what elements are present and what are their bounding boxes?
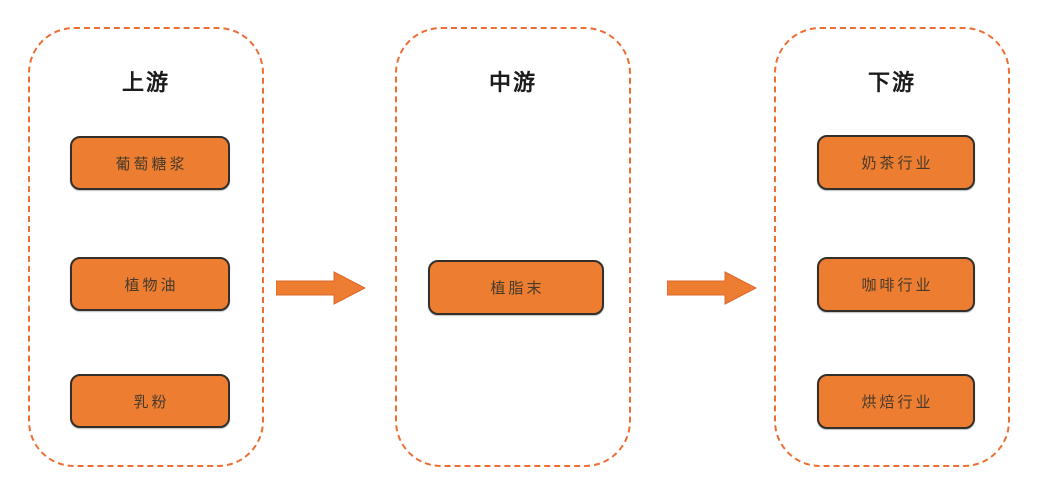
node-label: 植脂末 [490, 280, 545, 297]
node-milk-powder: 乳粉 [70, 374, 230, 428]
midstream-column: 中游 植脂末 [395, 27, 631, 467]
downstream-title: 下游 [867, 70, 916, 95]
node-coffee-industry: 咖啡行业 [817, 257, 975, 312]
node-label: 乳粉 [133, 393, 170, 411]
node-vegetable-oil: 植物油 [70, 257, 230, 311]
node-label: 植物油 [124, 276, 179, 294]
right-arrow-icon [667, 271, 757, 305]
node-label: 咖啡行业 [861, 277, 934, 294]
node-label: 奶茶行业 [861, 155, 934, 172]
node-glucose-syrup: 葡萄糖浆 [70, 136, 230, 190]
right-arrow-icon [276, 271, 366, 305]
upstream-column: 上游 葡萄糖浆 植物油 乳粉 [28, 27, 264, 467]
midstream-title: 中游 [488, 70, 537, 95]
node-milk-tea-industry: 奶茶行业 [817, 135, 975, 190]
node-non-dairy-creamer: 植脂末 [428, 260, 604, 315]
upstream-title: 上游 [121, 70, 170, 95]
downstream-column: 下游 奶茶行业 咖啡行业 烘焙行业 [774, 27, 1010, 467]
node-label: 葡萄糖浆 [115, 155, 188, 173]
node-baking-industry: 烘焙行业 [817, 374, 975, 429]
node-label: 烘焙行业 [861, 394, 934, 411]
